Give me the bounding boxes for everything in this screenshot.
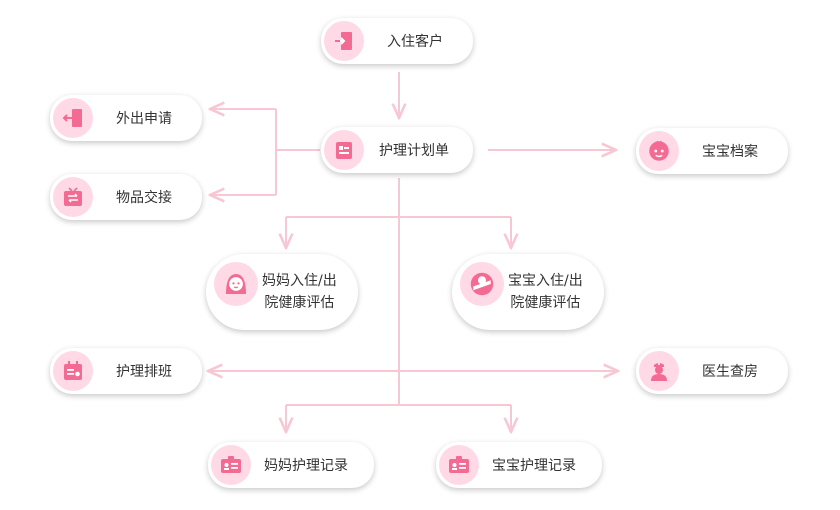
- node-ward-round-label: 医生查房: [702, 364, 758, 380]
- node-baby-file-label: 宝宝档案: [702, 144, 758, 160]
- node-checkin[interactable]: 入住客户: [321, 18, 473, 64]
- node-handover-label: 物品交接: [116, 190, 172, 206]
- node-mom-record-label: 妈妈护理记录: [264, 458, 348, 474]
- node-outing[interactable]: 外出申请: [50, 95, 202, 141]
- node-baby-record[interactable]: 宝宝护理记录: [436, 442, 602, 488]
- node-shift[interactable]: 护理排班: [50, 348, 202, 394]
- node-outing-label: 外出申请: [116, 111, 172, 127]
- door-exit-icon: [53, 98, 93, 138]
- node-baby-health-line1: 宝宝入住/出: [508, 273, 583, 289]
- node-baby-file[interactable]: 宝宝档案: [636, 128, 788, 174]
- node-checkin-label: 入住客户: [387, 34, 443, 50]
- node-care-plan-label: 护理计划单: [379, 143, 449, 159]
- swaddled-baby-icon: [460, 262, 504, 306]
- tv-exchange-icon: [53, 177, 93, 217]
- clipboard-icon: [324, 130, 364, 170]
- node-ward-round[interactable]: 医生查房: [636, 348, 788, 394]
- node-mom-health-label: 妈妈入住/出 院健康评估: [262, 270, 337, 314]
- node-baby-health-line2: 院健康评估: [510, 295, 581, 311]
- node-mom-health-line2: 院健康评估: [264, 295, 335, 311]
- node-handover[interactable]: 物品交接: [50, 174, 202, 220]
- calendar-icon: [53, 351, 93, 391]
- node-baby-health[interactable]: 宝宝入住/出 院健康评估: [452, 254, 604, 330]
- node-mom-health[interactable]: 妈妈入住/出 院健康评估: [206, 254, 358, 330]
- node-baby-record-label: 宝宝护理记录: [492, 458, 576, 474]
- door-enter-icon: [324, 21, 364, 61]
- node-shift-label: 护理排班: [116, 364, 172, 380]
- node-mom-record[interactable]: 妈妈护理记录: [208, 442, 374, 488]
- node-mom-health-line1: 妈妈入住/出: [262, 273, 337, 289]
- nurse-icon: [639, 351, 679, 391]
- node-care-plan[interactable]: 护理计划单: [321, 127, 473, 173]
- mother-face-icon: [214, 262, 258, 306]
- node-baby-health-label: 宝宝入住/出 院健康评估: [508, 270, 583, 314]
- id-card-icon: [211, 445, 251, 485]
- id-card-icon: [439, 445, 479, 485]
- baby-face-icon: [639, 131, 679, 171]
